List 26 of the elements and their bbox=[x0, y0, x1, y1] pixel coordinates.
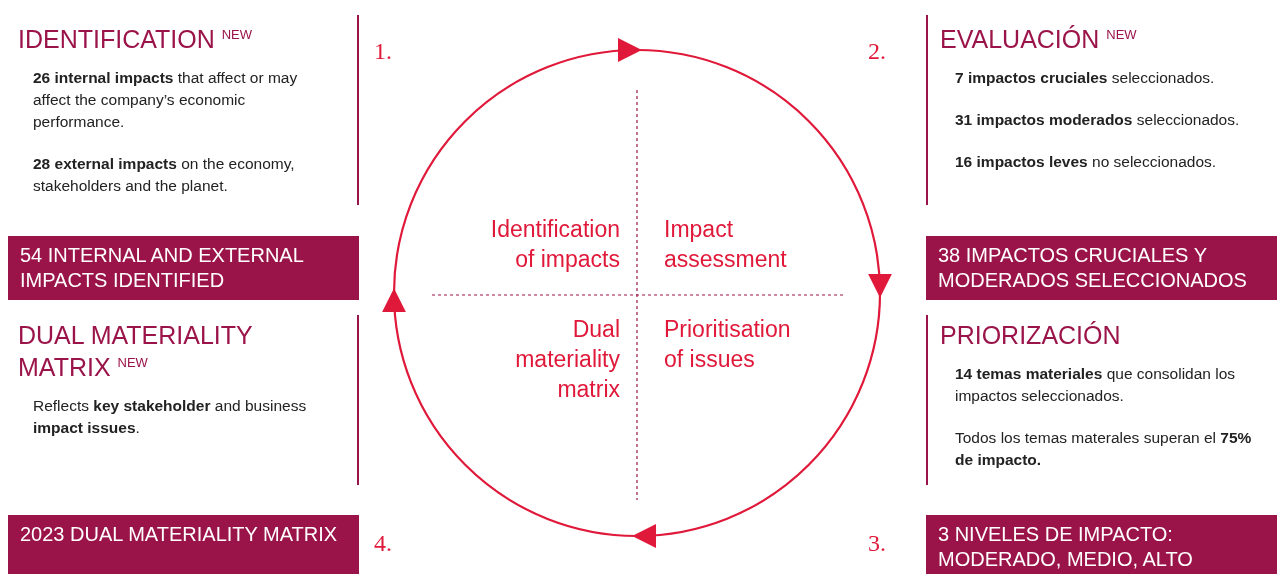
quadrant-label: Impact assessment bbox=[664, 214, 814, 274]
body-text: 7 impactos cruciales seleccionados. bbox=[955, 68, 1216, 89]
result-banner: 54 INTERNAL AND EXTERNAL IMPACTS IDENTIFIED bbox=[8, 236, 359, 300]
text-panel bbox=[18, 15, 359, 205]
result-banner: 38 IMPACTOS CRUCIALES Y MODERADOS SELECCIONADOS bbox=[926, 236, 1277, 300]
text-panel bbox=[18, 315, 359, 485]
quadrant-label: Identification of impacts bbox=[470, 214, 620, 274]
step-number: 2. bbox=[868, 38, 886, 65]
result-banner: 3 NIVELES DE IMPACTO: MODERADO, MEDIO, ALTO bbox=[926, 515, 1277, 574]
body-text: 14 temas materiales que consolidan los impactos seleccionados. bbox=[955, 364, 1237, 406]
section-heading: PRIORIZACIÓN bbox=[940, 321, 1122, 349]
result-banner: 2023 DUAL MATERIALITY MATRIX bbox=[8, 515, 359, 574]
step-number: 1. bbox=[374, 38, 392, 65]
step-number: 4. bbox=[374, 530, 392, 557]
body-text: 26 internal impacts that affect or may affect the company’s economic performance. bbox=[33, 68, 299, 133]
body-text: 16 impactos leves no seleccionados. bbox=[955, 152, 1218, 173]
quadrant-label: Prioritisation of issues bbox=[664, 314, 814, 374]
body-text: Todos los temas materales superan el 75% de impacto. bbox=[955, 428, 1253, 470]
step-number: 3. bbox=[868, 530, 886, 557]
body-text: 28 external impacts on the economy, stakeholders and the planet. bbox=[33, 154, 296, 197]
quadrant-label: Dual materiality matrix bbox=[470, 314, 620, 404]
body-text: 31 impactos moderados seleccionados. bbox=[955, 110, 1241, 131]
body-text: Reflects key stakeholder and business impact issues. bbox=[33, 396, 308, 439]
section-heading: IDENTIFICATION $^{NEW}$ bbox=[18, 24, 254, 54]
section-heading: EVALUACIÓN $^{NEW}$ bbox=[940, 24, 1138, 54]
section-heading: DUAL MATERIALITY MATRIX $^{NEW}$ bbox=[18, 321, 254, 382]
